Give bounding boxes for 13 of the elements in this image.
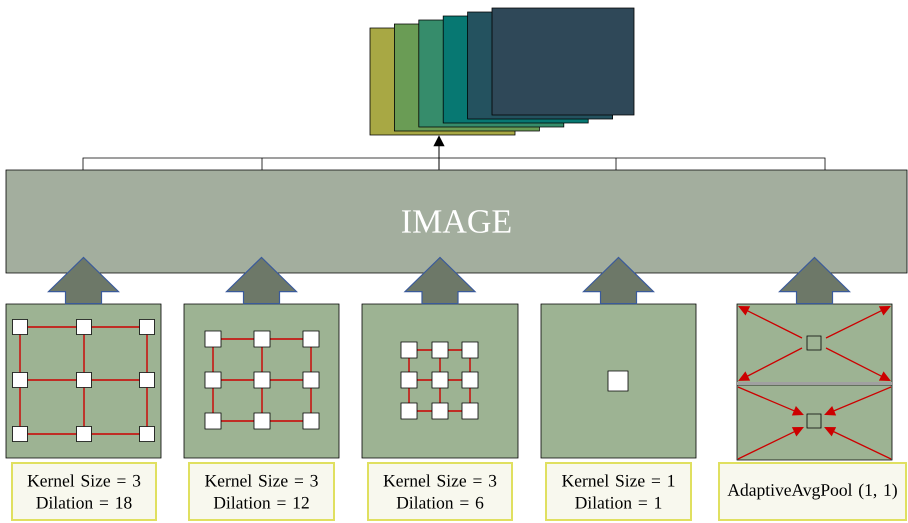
label-box: Kernel Size = 3 Dilation = 12 — [188, 462, 335, 521]
label-box: AdaptiveAvgPool (1, 1) — [718, 462, 907, 521]
arrow — [47, 256, 120, 304]
arrow — [582, 256, 655, 304]
arrow — [778, 256, 851, 304]
feature-map-stack — [370, 8, 634, 136]
label-box: Kernel Size = 3 Dilation = 6 — [367, 462, 513, 521]
label-box: Kernel Size = 3 Dilation = 18 — [11, 462, 157, 521]
label-box: Kernel Size = 1 Dilation = 1 — [545, 462, 692, 521]
arrow — [404, 256, 476, 304]
image-box: IMAGE — [6, 170, 908, 274]
kernel-panel — [540, 304, 696, 458]
arrow — [225, 256, 298, 304]
